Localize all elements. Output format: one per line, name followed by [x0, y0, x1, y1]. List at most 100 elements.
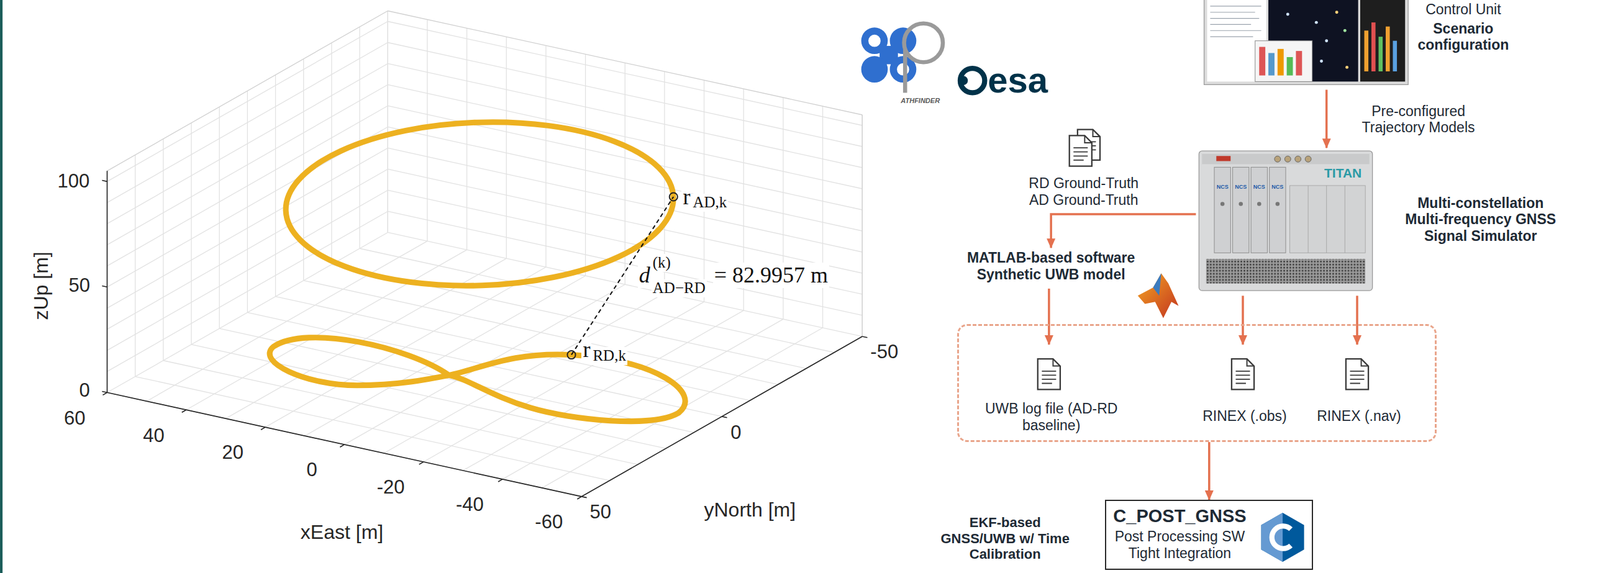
block-heading: Multi-constellation Multi-frequency GNSS…: [1400, 195, 1562, 245]
flow-arrow: [1325, 90, 1328, 149]
grid-line: [275, 75, 276, 297]
grid-line: [265, 267, 546, 428]
baseline: [669, 192, 678, 201]
control-unit-screenshot: [1259, 47, 1266, 76]
text-slot: ATHFINDER: [900, 96, 940, 105]
text-slot: RD Ground-Truth AD Ground-Truth: [1021, 175, 1146, 209]
module-label: NCS: [1271, 183, 1284, 191]
output-files-group: UWB log file (AD-RD baseline) RINEX (.obs…: [957, 324, 1437, 443]
tick-mark: [862, 336, 868, 338]
grid-line: [387, 63, 863, 168]
page-border: [0, 0, 3, 573]
control-unit-screenshot: [1360, 0, 1405, 82]
grid-line: [219, 106, 220, 329]
subscript: AD−RD: [651, 279, 707, 298]
control-unit-screenshot: [1371, 22, 1376, 72]
grid-line: [107, 392, 582, 497]
text-slot: AD−RD: [651, 279, 707, 298]
grid-line: [383, 293, 665, 454]
control-unit-screenshot: [1277, 49, 1284, 76]
text-slot: -20: [377, 476, 405, 499]
grid-line: [387, 42, 863, 147]
text-slot: AD,k: [691, 193, 728, 212]
tick-mark: [339, 444, 345, 448]
tick-mark: [581, 496, 587, 499]
trajectory: [269, 337, 686, 422]
control-unit-screenshot: [1209, 6, 1261, 37]
trajectory: [269, 115, 686, 422]
tick-label: 0: [306, 459, 317, 482]
text-slot: NCS: [1216, 183, 1229, 191]
text-slot: MATLAB-based software Synthetic UWB mode…: [954, 249, 1148, 283]
text-slot: (k): [651, 254, 673, 273]
text-slot: 50: [590, 501, 612, 524]
grid-line: [107, 232, 389, 393]
gnss-simulator: [1214, 167, 1231, 253]
gnss-simulator: [1198, 150, 1373, 291]
output-file-icons: [1037, 359, 1369, 390]
text-slot: EKF-based GNSS/UWB w/ Time Calibration: [938, 514, 1073, 563]
flow-arrow: [1050, 214, 1196, 248]
axis-title: zUp [m]: [29, 251, 53, 320]
grid-line: [107, 211, 389, 372]
control-unit-screenshot: [1324, 39, 1328, 43]
grid-line: [387, 84, 863, 189]
grid-line: [822, 106, 823, 328]
text-slot: 40: [142, 424, 164, 448]
control-unit-screenshot: [1204, 0, 1409, 85]
output-file-icons: [1231, 359, 1255, 390]
plot-box-edge: [862, 114, 863, 337]
grid-line: [162, 139, 164, 361]
grid-line: [107, 21, 389, 182]
logo-text: ATHFINDER: [900, 96, 940, 105]
grid-line: [462, 310, 744, 471]
c-language-logo: [1272, 526, 1291, 549]
text-slot: NCS: [1271, 183, 1284, 191]
esa-logo: [958, 75, 968, 86]
grid-line: [247, 90, 248, 313]
plot-grid: [101, 10, 868, 499]
distance-symbol: d: [637, 262, 652, 289]
gnss-simulator: [1274, 155, 1281, 163]
text-slot: 0: [306, 459, 317, 482]
gnss-simulator: [1290, 185, 1366, 253]
tick-label: 0: [730, 421, 741, 445]
logo-text: esa: [987, 59, 1048, 102]
text-slot: 20: [222, 441, 244, 464]
module-label: NCS: [1216, 183, 1229, 191]
block-title: Control Unit: [1403, 1, 1524, 18]
text-slot: d: [637, 262, 652, 289]
grid-line: [107, 84, 389, 245]
gnss-simulator: [1198, 150, 1373, 291]
pathfinder-logo: [861, 27, 889, 55]
grid-line: [359, 26, 360, 249]
text-slot: = 82.9957 m: [713, 262, 830, 289]
software-name: C_POST_GNSS: [1108, 506, 1251, 527]
grid-line: [107, 168, 389, 330]
grid-line: [107, 63, 389, 224]
file-node: UWB log file (AD-RD baseline): [971, 344, 1132, 439]
text-slot: yNorth [m]: [704, 498, 797, 522]
plot-box-edge: [387, 10, 863, 115]
block-heading: MATLAB-based software Synthetic UWB mode…: [954, 249, 1148, 283]
grid-line: [506, 36, 507, 259]
distance-value: = 82.9957 m: [713, 262, 830, 289]
text-slot: UWB log file (AD-RD baseline): [971, 400, 1132, 434]
axis-title: yNorth [m]: [704, 498, 797, 522]
grid-line: [545, 45, 546, 268]
ground-truth-files: [1069, 129, 1100, 167]
esa-logo: [958, 68, 985, 93]
file-node: RINEX (.obs): [1189, 344, 1300, 439]
flow-arrow: [1208, 442, 1211, 500]
c-language-logo: [1261, 513, 1305, 563]
device-brand: TITAN: [1324, 165, 1362, 181]
grid-line: [107, 42, 389, 203]
tick-mark: [721, 416, 727, 419]
gnss-simulator: [1295, 155, 1302, 163]
gnss-simulator: [1308, 185, 1345, 253]
tick-mark: [101, 391, 107, 393]
tick-label: 50: [590, 501, 612, 524]
text-slot: TITAN: [1324, 165, 1362, 181]
control-unit-screenshot: [1364, 30, 1369, 72]
